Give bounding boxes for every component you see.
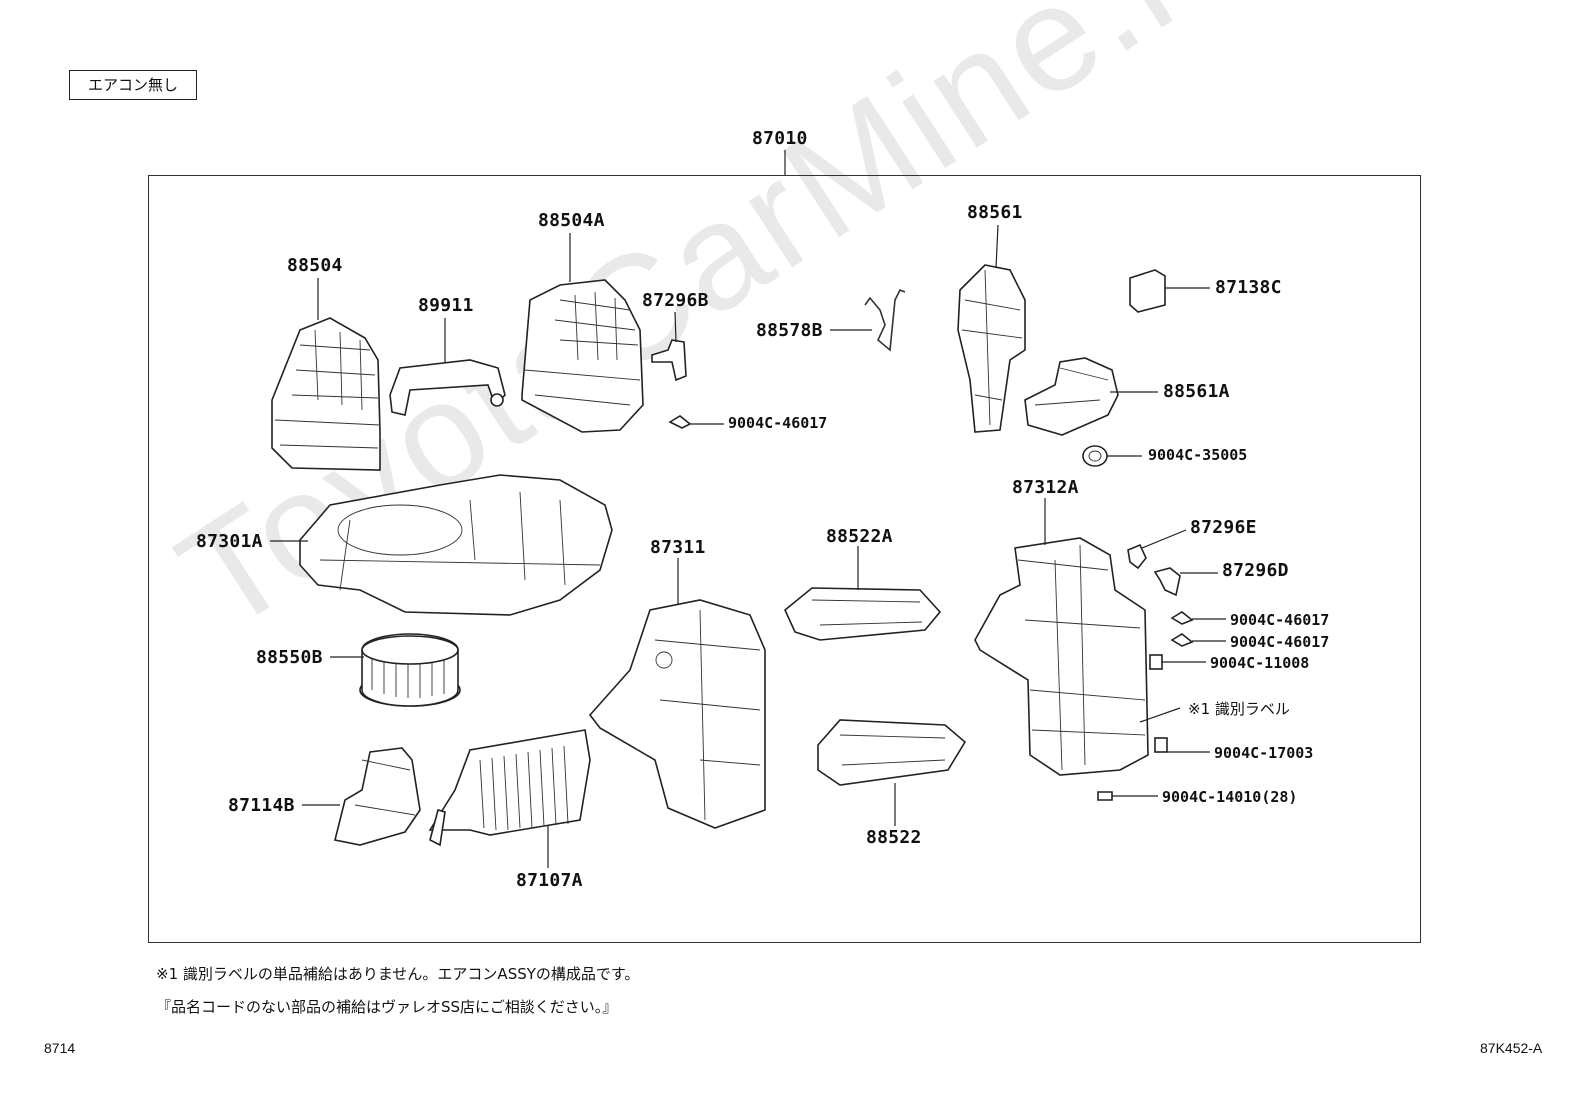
label-87301A: 87301A [196,531,263,552]
label-9004C-11008: 9004C-11008 [1210,654,1310,672]
label-9004C-46017-mid: 9004C-46017 [1230,611,1330,629]
figure-code: 87K452-A [1480,1040,1543,1056]
page-number: 8714 [44,1040,76,1056]
label-88504A: 88504A [538,210,605,231]
part-grommet-drawing [1082,445,1142,467]
note-line-1: ※1 識別ラベルの単品補給はありません。エアコンASSYの構成品です。 [156,965,640,983]
label-88522: 88522 [866,827,922,848]
label-9004C-35005: 9004C-35005 [1148,446,1248,464]
part-87114B-drawing [302,747,421,846]
part-87138C-drawing [1129,269,1210,313]
part-87296D-drawing [1153,567,1218,597]
label-9004C-17003: 9004C-17003 [1214,744,1314,762]
part-88504A-drawing [521,233,644,433]
label-88578B: 88578B [756,320,823,341]
no-aircon-tag: エアコン無し [69,70,197,100]
label-identification-note: ※1 識別ラベル [1188,700,1290,718]
label-88504: 88504 [287,255,343,276]
part-88522-drawing [817,719,967,826]
part-89911-drawing [389,318,506,416]
assembly-frame [148,175,1421,943]
part-87311-drawing [588,558,766,829]
label-87296D: 87296D [1222,560,1289,581]
label-87311: 87311 [650,537,706,558]
label-87296B: 87296B [642,290,709,311]
part-clip-top-drawing [668,415,724,429]
label-87312A: 87312A [1012,477,1079,498]
label-88522A: 88522A [826,526,893,547]
part-88561-drawing [957,224,1026,433]
label-88561: 88561 [967,202,1023,223]
label-87138C: 87138C [1215,277,1282,298]
label-87107A: 87107A [516,870,583,891]
part-87107A-drawing [428,729,591,868]
label-88550B: 88550B [256,647,323,668]
part-88578B-drawing [830,288,906,352]
label-87296E: 87296E [1190,517,1257,538]
part-87296E-drawing [1127,529,1187,570]
part-88504-drawing [271,278,381,471]
part-clips-right-drawing [1097,611,1226,801]
label-88561A: 88561A [1163,381,1230,402]
label-89911: 89911 [418,295,474,316]
label-9004C-46017-low: 9004C-46017 [1230,633,1330,651]
part-87301A-drawing [270,474,613,616]
label-9004C-46017-top: 9004C-46017 [728,414,828,432]
note-line-2: 『品名コードのない部品の補給はヴァレオSS店にご相談ください。』 [156,998,618,1016]
label-9004C-14010: 9004C-14010(28) [1162,788,1298,806]
part-87312A-drawing [974,498,1181,776]
label-87114B: 87114B [228,795,295,816]
part-88561A-drawing [1024,357,1158,436]
part-88522A-drawing [784,546,942,641]
assembly-number: 87010 [752,128,808,149]
part-88550B-drawing [330,633,461,707]
part-87296B-drawing [651,311,687,382]
